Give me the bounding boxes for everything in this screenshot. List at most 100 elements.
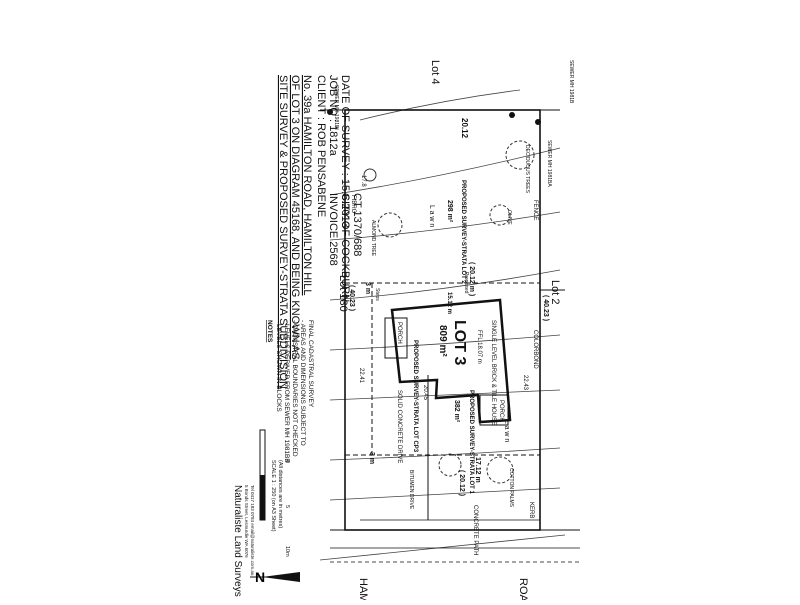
road-label-2: ROAD [517, 578, 529, 600]
lot2-label: Lot 2 [549, 280, 561, 304]
colorbond-label: COLORBOND [532, 330, 538, 369]
kerb-label: KERB [528, 502, 534, 518]
notes-heading: NOTES [266, 320, 273, 343]
lawn-label-2: L a w n [503, 420, 510, 442]
contour-line [329, 147, 561, 196]
note-item: - AREAS AND DIMENSIONS SUBJECT TO [299, 320, 306, 446]
lot3-area: 809 m² [437, 325, 448, 357]
note-item: - LEVELS DERIVED FROM SEWER MH 1981BB [283, 320, 290, 463]
lot3-label: LOT 3 [451, 320, 468, 365]
sewer-manhole-icon [327, 109, 333, 115]
notes-block: NOTES - LEVELS SHOWN IN BLOCKS - LEVELS … [266, 320, 314, 463]
contour-line [329, 447, 561, 461]
bitumen-label: BITUMEN DRIVE [408, 470, 414, 510]
dimension-17-8: 17.8 [360, 175, 366, 187]
invoice-number: INVOICE 2568 [327, 193, 339, 266]
contour-line [359, 89, 521, 121]
trees [363, 140, 535, 484]
job-number: JOB NO : 1812a [327, 75, 339, 157]
porch-label-2: PORCH [498, 400, 504, 422]
tree-icon [489, 204, 511, 226]
lot130-label: Lot 130 [337, 275, 349, 312]
note-item: - LEVELS SHOWN IN BLOCKS [275, 320, 282, 412]
note-item: - CADASTRAL BOUNDARIES NOT CHECKED [291, 320, 298, 457]
sewer-manhole-icon [535, 119, 541, 125]
proposed-note: Proposed [463, 272, 469, 294]
lot4-label: Lot 4 [429, 60, 441, 84]
fence-label: FENCE [532, 200, 538, 220]
sewer-label-top: SEWER MH 1981B [568, 60, 574, 104]
company-address: 5 Bonds Street, Lesmurdie WA 6076 [244, 485, 249, 558]
title-block: SITE SURVEY & PROPOSED SURVEY-STRATA SUB… [277, 75, 363, 389]
drive-label: SOLID CONCRETE DRIVE [396, 390, 402, 463]
dimension-15-12: 15.12 m [446, 292, 452, 314]
tree-icon [363, 168, 377, 182]
tree-label-olive: OLIVE [506, 210, 512, 225]
porch-outline [384, 317, 408, 359]
dimension-20-45: 20.45 [422, 385, 428, 401]
scale-tick: 10m [284, 546, 290, 557]
dimension-3m-b: 3 m [368, 452, 375, 464]
tree-icon [505, 140, 535, 170]
contour-line [329, 487, 561, 501]
contour-line [329, 389, 561, 401]
steps-label: Steps [374, 288, 380, 301]
proposed-lot2-label: PROPOSED SURVEY-STRATA LOT 2 [460, 180, 466, 284]
porch-label: PORCH [396, 322, 402, 344]
north-arrow: N [250, 569, 300, 585]
ffl-label: FFL 18.07 m [476, 330, 482, 364]
title-line-1: SITE SURVEY & PROPOSED SURVEY-STRATA SUB… [277, 75, 289, 389]
house-outline [390, 298, 512, 424]
lot-boundary [344, 109, 541, 531]
scale-bar [259, 429, 266, 521]
scale-tick: 5 [284, 505, 290, 508]
council-name: CITY OF COCKBURN [339, 193, 351, 302]
north-label: N [255, 569, 265, 585]
contour-line [329, 269, 561, 301]
client-label: CLIENT : ROB PENSABENE [315, 75, 327, 217]
tree-icon [377, 212, 403, 238]
dimension-22-41: 22.41 [358, 368, 364, 384]
survey-date: DATE OF SURVEY : 15.6.2013 [339, 75, 351, 228]
dimension-top-proposed: ( 20.12 m ) [468, 262, 475, 296]
dimension-3m: 3 m [364, 282, 371, 294]
sewer-label-left: SEWER MH 1981BI [333, 85, 339, 130]
sewer-manhole-icon [509, 112, 515, 118]
title-line-2: OF LOT 3 ON DIAGRAM 45168, AND BEING KNO… [289, 75, 301, 360]
title-line-3: No. 39a HAMILTON ROAD, HAMILTON HILL [301, 75, 313, 295]
tree-label-deciduous: DECIDUOUS TREES [524, 145, 530, 194]
scale-tick: 0 [284, 460, 290, 463]
house-label: SINGLE LEVEL BRICK & TILE HOUSE [490, 320, 496, 425]
scale-text: SCALE 1 : 250 (on A3 Sheet) (All distanc… [270, 460, 290, 557]
dimension-right: ( 40.23 ) [542, 295, 549, 321]
company-name: Naturaliste Land Surveys [232, 485, 243, 597]
porch-outline [479, 394, 509, 426]
sewer-markers [327, 109, 541, 125]
scale-sub: (All distances are in metres) [277, 460, 283, 528]
contour-line [319, 534, 566, 561]
tree-label-almond: ALMOND TREE [370, 220, 376, 257]
certificate-of-title: CT 1370/688 [351, 193, 363, 256]
company-block: Naturaliste Land Surveys 5 Bonds Street,… [232, 485, 255, 597]
sewer-label-mid: SEWER MH 1981BA [546, 140, 552, 187]
dimension-left: ( 40.23 ) [348, 285, 355, 311]
road-label-1: HAMILTON [357, 578, 369, 600]
dimension-top: 20.12 [460, 118, 469, 139]
dimension-17-12: 17.12 m [474, 457, 481, 483]
lawn-label: L a w n [428, 205, 435, 227]
proposed-lot2-area: 298 m² [446, 200, 453, 223]
scale-bar-fill [260, 475, 265, 520]
tree-label-cotton-palms: COTTON PALMS [508, 468, 514, 508]
dimension-22-43: 22.43 [522, 375, 528, 391]
dimension-20-12-b: ( 20.12 ) [458, 470, 465, 496]
proposed-lot1-area: 382 m² [453, 400, 460, 423]
plan-labels: Lot 4 Lot 130 Lot 2 LOT 3 809 m² HAMILTO… [333, 60, 574, 605]
note-item: FINAL CADASTRAL SURVEY [307, 320, 314, 408]
scale-label: SCALE 1 : 250 (on A3 Sheet) [270, 460, 276, 532]
path-label: CONCRETE PATH [472, 505, 478, 555]
proposed-lot1-label: PROPOSED SURVEY-STRATA LOT 1 [468, 390, 474, 494]
company-contact: Tel 0417 183 0784 email@naturaliste.com.… [250, 485, 255, 576]
proposed-lot-cp3-label: PROPOSED SURVEY-STRATA LOT CP3 [412, 340, 418, 453]
